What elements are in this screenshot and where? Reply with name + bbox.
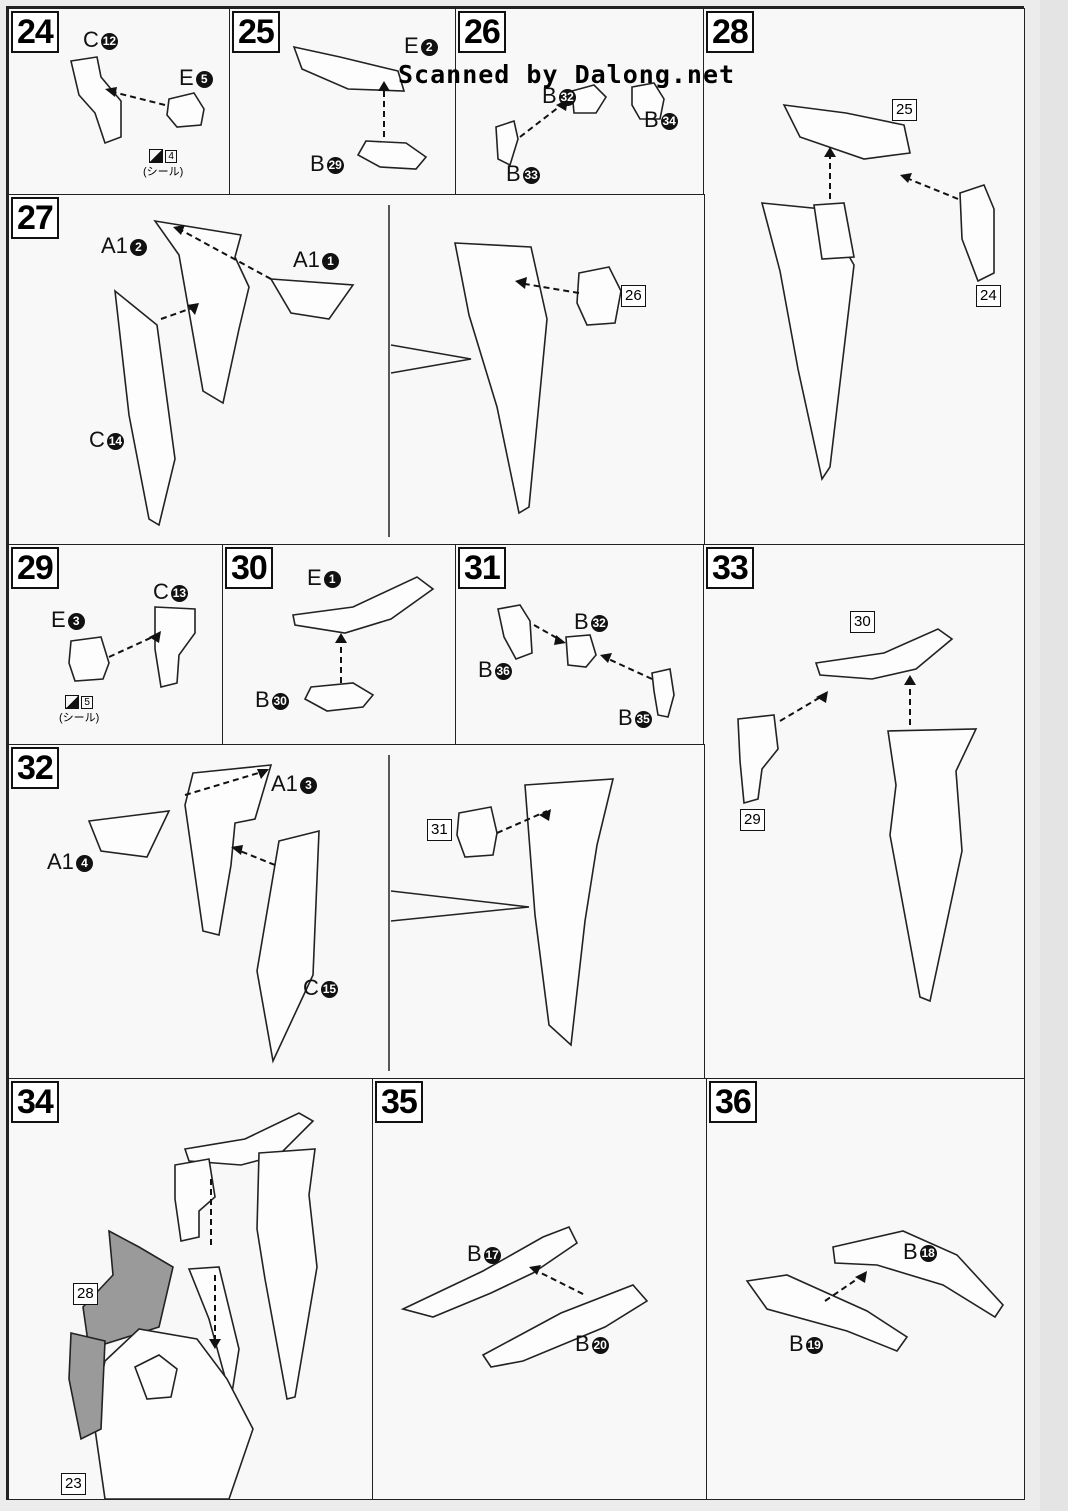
step-number: 33 [706, 547, 754, 589]
step-27-drawing [113, 205, 622, 537]
step-number: 27 [11, 197, 59, 239]
step-number: 31 [458, 547, 506, 589]
step-28-drawing [760, 104, 995, 482]
page-edge [1040, 0, 1068, 1511]
step-25-drawing [292, 45, 428, 170]
sticker-tag: 5(シール) [59, 695, 100, 724]
step-number: 34 [11, 1081, 59, 1123]
step-31-drawing [497, 604, 675, 718]
sticker-tag: 4(シール) [143, 149, 184, 178]
step-number: 29 [11, 547, 59, 589]
step-number: 35 [375, 1081, 423, 1123]
scan-watermark: Scanned by Dalong.net [398, 60, 736, 89]
step-36-drawing [745, 1230, 1005, 1352]
step-33-panel: 33 30 29 [703, 544, 1025, 1080]
step-number: 30 [225, 547, 273, 589]
step-28-panel: 28 25 24 [703, 8, 1025, 546]
step-24-drawing [70, 56, 205, 145]
step-33-drawing [737, 628, 978, 1003]
step-29-drawing [68, 606, 196, 688]
step-34-panel: 34 28 23 [8, 1078, 374, 1500]
step-35-drawing [400, 1225, 649, 1368]
step-number: 36 [709, 1081, 757, 1123]
step-26-drawing [495, 82, 665, 167]
step-number: 25 [232, 11, 280, 53]
step-32-drawing [87, 755, 615, 1071]
step-30-drawing [292, 576, 435, 712]
step-34-drawing [68, 1112, 318, 1499]
step-number: 32 [11, 747, 59, 789]
step-number: 26 [458, 11, 506, 53]
step-number: 28 [706, 11, 754, 53]
step-number: 24 [11, 11, 59, 53]
